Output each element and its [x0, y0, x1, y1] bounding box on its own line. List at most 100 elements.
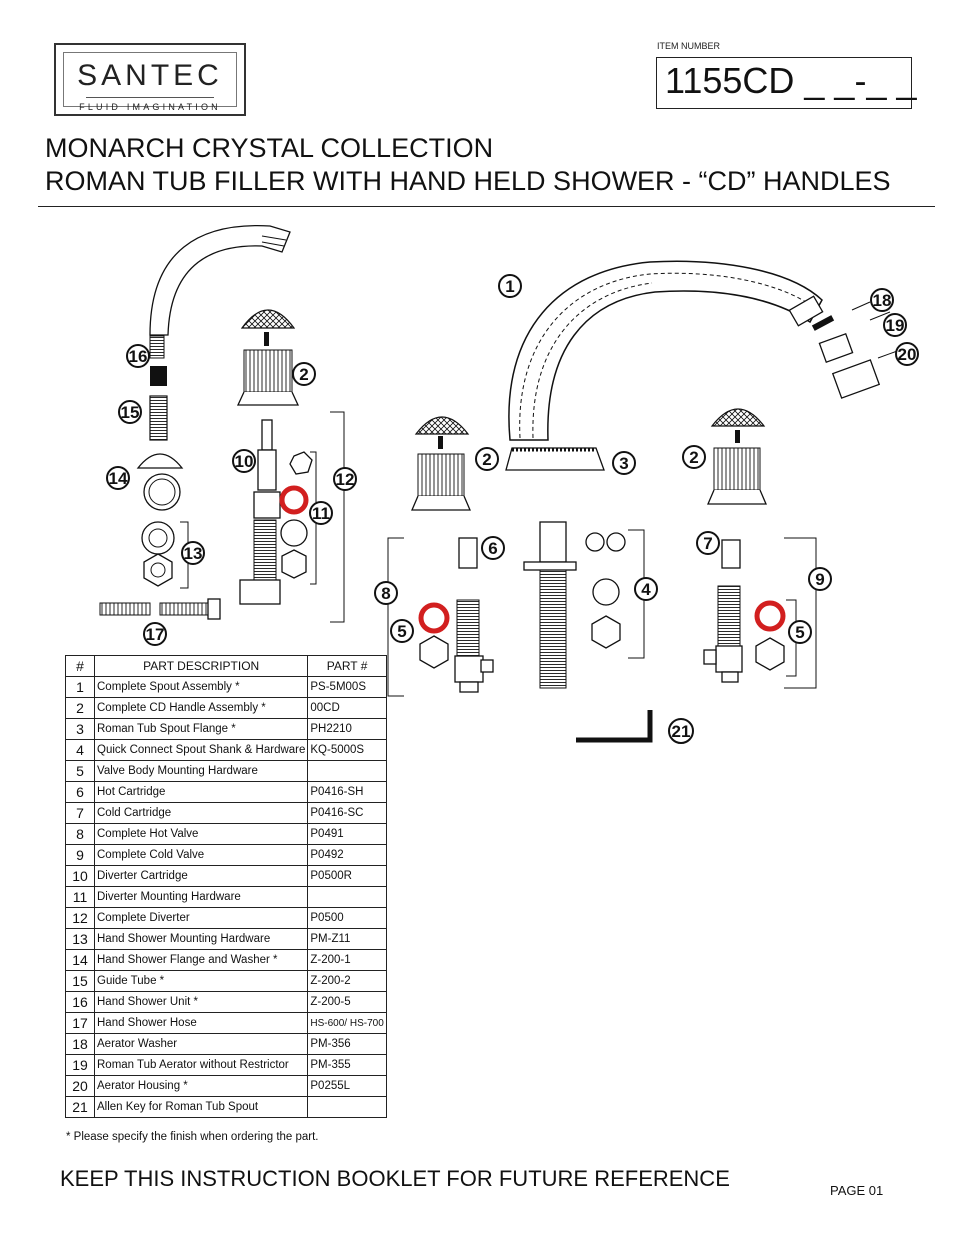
svg-text:7: 7 — [703, 534, 712, 553]
logo-divider — [86, 97, 214, 98]
spout-drawing — [508, 260, 824, 441]
svg-text:2: 2 — [482, 450, 491, 469]
svg-text:16: 16 — [129, 347, 148, 366]
header-number: # — [65, 655, 95, 677]
part-description: Cold Cartridge — [93, 802, 309, 824]
svg-text:11: 11 — [312, 504, 330, 523]
part-index: 9 — [65, 844, 95, 866]
svg-text:10: 10 — [235, 452, 254, 471]
part-description: Complete Hot Valve — [93, 823, 309, 845]
part-number — [307, 1096, 387, 1118]
part-number: KQ-5000S — [307, 739, 387, 761]
part-description: Complete Cold Valve — [93, 844, 309, 866]
part-number: P0500R — [307, 865, 387, 887]
part-number: Z-200-1 — [307, 949, 387, 971]
part-description: Complete Spout Assembly * — [93, 676, 309, 698]
part-number: PM-Z11 — [307, 928, 387, 950]
part-description: Diverter Cartridge — [93, 865, 309, 887]
part-index: 2 — [65, 697, 95, 719]
svg-text:9: 9 — [815, 570, 824, 589]
part-index: 6 — [65, 781, 95, 803]
finish-footnote: * Please specify the finish when orderin… — [66, 1131, 319, 1143]
svg-text:8: 8 — [381, 584, 390, 603]
callout-7: 7 — [696, 531, 720, 555]
center-handle-drawing — [236, 309, 300, 406]
callout-14: 14 — [106, 466, 130, 490]
callout-5-cold: 5 — [788, 620, 812, 644]
item-number-label: ITEM NUMBER — [657, 41, 720, 51]
callout-12: 12 — [333, 467, 357, 491]
oring-red — [754, 600, 786, 632]
hand-shower-drawing — [149, 224, 291, 386]
hot-handle-drawing — [411, 416, 471, 511]
spout-flange-drawing — [505, 447, 605, 471]
svg-text:14: 14 — [109, 469, 128, 488]
diverter-drawing — [239, 411, 345, 623]
part-index: 16 — [65, 991, 95, 1013]
page-number: PAGE 01 — [830, 1183, 884, 1198]
part-number: P0416-SH — [307, 781, 387, 803]
svg-text:6: 6 — [488, 539, 497, 558]
hand-shower-mounting-hardware-drawing — [141, 521, 189, 589]
part-description: Hand Shower Hose — [93, 1012, 309, 1034]
svg-text:21: 21 — [672, 722, 691, 741]
svg-text:2: 2 — [299, 365, 308, 384]
oring-red — [418, 602, 450, 634]
callout-20: 20 — [895, 342, 919, 366]
part-index: 8 — [65, 823, 95, 845]
part-number: PM-356 — [307, 1033, 387, 1055]
part-number: Z-200-5 — [307, 991, 387, 1013]
callout-4: 4 — [634, 577, 658, 601]
part-description: Aerator Housing * — [93, 1075, 309, 1097]
allen-key-drawing — [576, 710, 653, 743]
callout-6: 6 — [481, 536, 505, 560]
part-description: Valve Body Mounting Hardware — [93, 760, 309, 782]
svg-text:2: 2 — [689, 448, 698, 467]
item-number-value: 1155CD _ _-_ _ — [665, 60, 917, 101]
part-description: Quick Connect Spout Shank & Hardware — [93, 739, 309, 761]
part-description: Hand Shower Flange and Washer * — [93, 949, 309, 971]
part-index: 7 — [65, 802, 95, 824]
part-description: Aerator Washer — [93, 1033, 309, 1055]
part-description: Complete Diverter — [93, 907, 309, 929]
svg-text:5: 5 — [795, 623, 804, 642]
part-index: 14 — [65, 949, 95, 971]
part-index: 20 — [65, 1075, 95, 1097]
part-index: 18 — [65, 1033, 95, 1055]
part-index: 1 — [65, 676, 95, 698]
part-description: Hot Cartridge — [93, 781, 309, 803]
callout-10: 10 — [232, 449, 256, 473]
part-number — [307, 760, 387, 782]
part-index: 21 — [65, 1096, 95, 1118]
part-index: 12 — [65, 907, 95, 929]
svg-text:12: 12 — [336, 470, 355, 489]
product-title: ROMAN TUB FILLER WITH HAND HELD SHOWER -… — [45, 166, 891, 196]
part-index: 13 — [65, 928, 95, 950]
svg-text:19: 19 — [886, 316, 905, 335]
hand-shower-hose-drawing — [99, 598, 221, 620]
part-description: Diverter Mounting Hardware — [93, 886, 309, 908]
part-index: 10 — [65, 865, 95, 887]
part-description: Hand Shower Unit * — [93, 991, 309, 1013]
footer-note: KEEP THIS INSTRUCTION BOOKLET FOR FUTURE… — [60, 1166, 730, 1191]
oring-red — [279, 485, 309, 515]
callout-11: 11 — [309, 501, 333, 525]
svg-text:5: 5 — [397, 622, 406, 641]
part-description: Roman Tub Aerator without Restrictor — [93, 1054, 309, 1076]
svg-text:17: 17 — [146, 625, 165, 644]
